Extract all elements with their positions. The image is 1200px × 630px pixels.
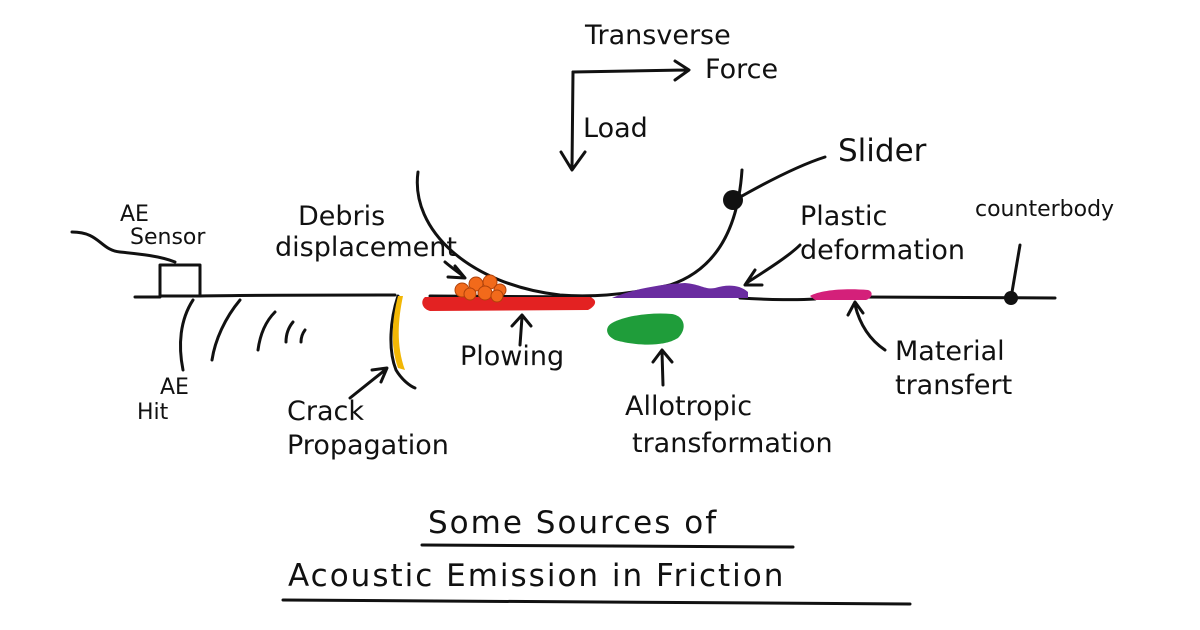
counterbody-label: counterbody bbox=[975, 197, 1115, 222]
title-line2: Acoustic Emission in Friction bbox=[288, 558, 786, 594]
plowing-region bbox=[422, 297, 596, 311]
crack-arrow bbox=[348, 366, 389, 400]
ae-hit-wave-2 bbox=[210, 298, 242, 362]
debris-label-line1: Debris bbox=[298, 201, 386, 232]
plastic-label-line2: deformation bbox=[800, 235, 965, 266]
debris-particles bbox=[454, 274, 507, 303]
material-label-line2: transfert bbox=[895, 370, 1013, 401]
title-underline-1 bbox=[420, 543, 795, 549]
counterbody-pointer-line bbox=[1009, 243, 1022, 300]
ae-hit-wave-1 bbox=[178, 298, 195, 372]
transverse-label-line1: Transverse bbox=[585, 20, 731, 51]
debris-label-line2: displacement bbox=[275, 232, 457, 263]
load-label: Load bbox=[583, 113, 648, 144]
debris-pointer-arrow bbox=[443, 260, 467, 280]
ae-hit-wave-3 bbox=[256, 310, 277, 352]
crack-outline bbox=[389, 294, 417, 390]
ae-hit-wave-4 bbox=[284, 320, 295, 344]
transverse-label-line2: Force bbox=[705, 54, 779, 85]
slider-dot bbox=[723, 190, 743, 210]
allotropic-transformation-region bbox=[607, 313, 684, 345]
plastic-deformation-region bbox=[612, 283, 748, 298]
material-transfer-arrow bbox=[846, 300, 887, 352]
title-line1: Some Sources of bbox=[428, 505, 719, 541]
allotropic-label-line2: transformation bbox=[632, 428, 833, 459]
title-underline-2 bbox=[281, 598, 912, 606]
counterbody-surface-line bbox=[133, 293, 1057, 302]
ae-sensor-cable bbox=[70, 230, 177, 264]
counterbody-dot bbox=[1004, 291, 1018, 305]
plastic-deformation-arrow bbox=[743, 243, 802, 287]
load-arrow bbox=[559, 70, 587, 172]
ae-sensor-box bbox=[158, 263, 202, 298]
plastic-label-line1: Plastic bbox=[800, 201, 888, 232]
ae-sensor-label-line1: AE bbox=[120, 202, 149, 227]
material-label-line1: Material bbox=[895, 336, 1005, 367]
allotropic-label-line1: Allotropic bbox=[625, 391, 753, 422]
slider-arc bbox=[415, 168, 744, 298]
crack-label-line1: Crack bbox=[287, 396, 364, 427]
ae-hit-label-line1: AE bbox=[160, 375, 189, 400]
crack-label-line2: Propagation bbox=[287, 430, 449, 461]
plowing-label: Plowing bbox=[460, 341, 565, 372]
allotropic-arrow bbox=[651, 348, 674, 387]
ae-sensor-label-line2: Sensor bbox=[130, 225, 206, 250]
transverse-force-arrow bbox=[571, 59, 691, 82]
ae-hit-wave-5 bbox=[299, 328, 307, 344]
crack-propagation-fill bbox=[392, 296, 405, 370]
slider-label: Slider bbox=[838, 133, 927, 169]
ae-hit-label-line2: Hit bbox=[137, 400, 169, 425]
material-transfer-region bbox=[810, 289, 872, 300]
slider-pointer-line bbox=[733, 155, 827, 202]
plowing-arrow bbox=[510, 313, 533, 347]
